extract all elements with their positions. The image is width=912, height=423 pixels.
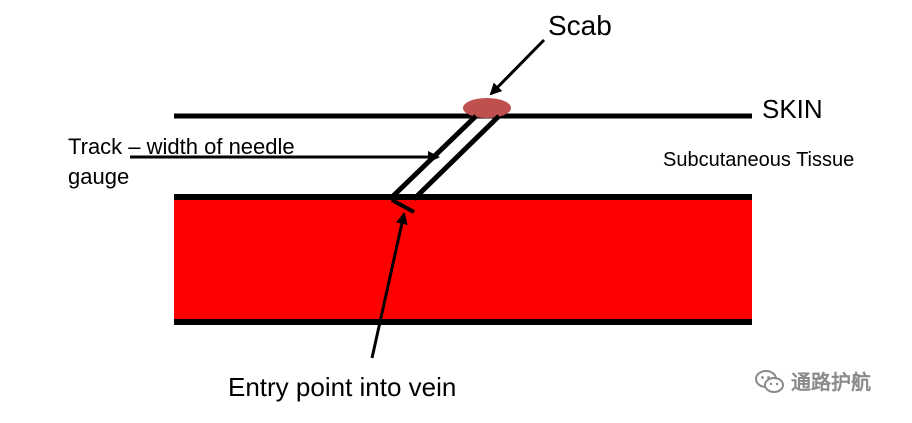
watermark-text: 通路护航	[791, 370, 871, 394]
skin-label: SKIN	[762, 94, 823, 124]
scab-shape	[463, 98, 511, 118]
entry-point-label: Entry point into vein	[228, 372, 457, 402]
entry-arrow	[370, 212, 408, 359]
scab-label: Scab	[548, 10, 612, 41]
vein-band	[174, 197, 752, 323]
wechat-icon	[755, 370, 784, 393]
track-wall-right	[412, 114, 501, 201]
track-label: Track – width of needle gauge	[68, 134, 295, 189]
scab-arrow	[489, 38, 546, 96]
entry-point-mark	[391, 198, 415, 214]
subcutaneous-tissue-label: Subcutaneous Tissue	[663, 149, 855, 171]
watermark: 通路护航	[755, 369, 871, 395]
